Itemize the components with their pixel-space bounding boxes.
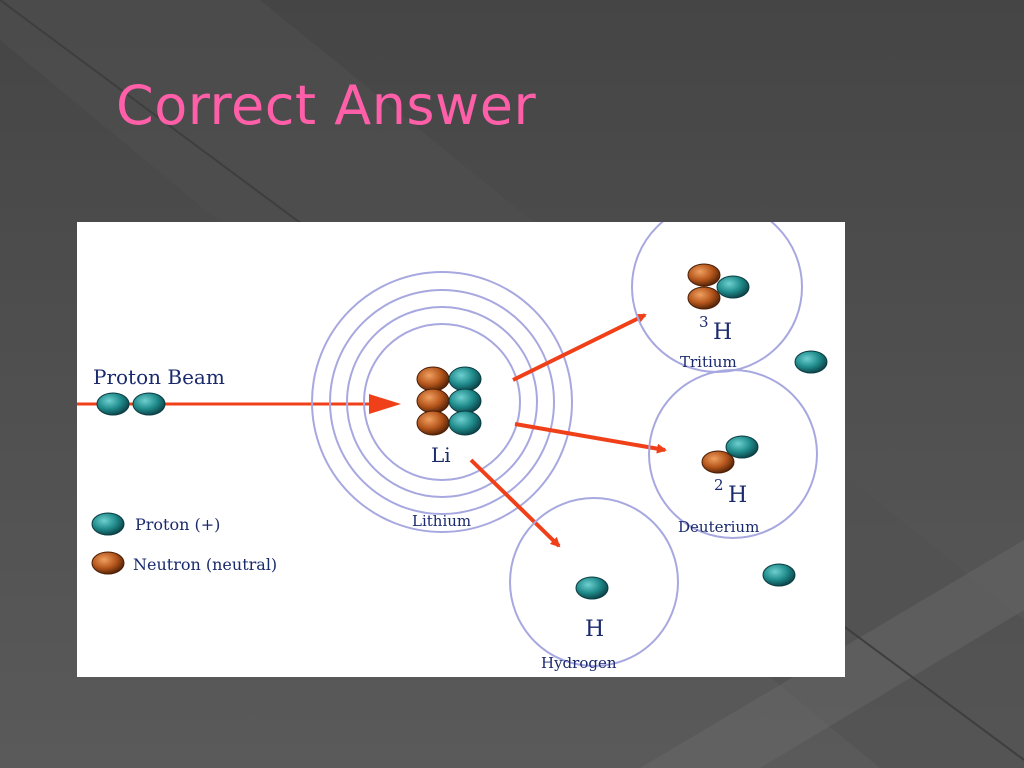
hydrogen-proton <box>575 576 609 600</box>
proton-beam: Proton Beam <box>77 365 401 416</box>
legend-neutron-label: Neutron (neutral) <box>133 555 277 574</box>
beam-arrow-head <box>369 394 401 414</box>
deuterium-mass-number: 2 <box>714 476 724 494</box>
arrow-to-deuterium <box>514 422 667 454</box>
lithium-symbol: Li <box>431 443 451 467</box>
slide-title: Correct Answer <box>116 74 537 137</box>
tritium-neutron <box>687 286 721 310</box>
deuterium-symbol: H <box>728 483 747 508</box>
tritium-name: Tritium <box>680 353 737 371</box>
lithium-proton <box>448 410 482 436</box>
tritium-proton <box>716 275 750 299</box>
beam-proton <box>132 392 166 416</box>
hydrogen-atom: H Hydrogen <box>509 497 679 672</box>
lithium-atom: Li Lithium <box>311 271 573 533</box>
lithium-proton <box>448 388 482 414</box>
proton-beam-label: Proton Beam <box>93 365 225 389</box>
lithium-orbit <box>363 323 521 481</box>
nuclear-reaction-figure: Proton Beam Li Lithium <box>77 222 845 677</box>
tritium-mass-number: 3 <box>699 313 709 331</box>
deuterium-orbit <box>648 369 818 539</box>
free-proton <box>794 350 828 374</box>
tritium-neutron <box>687 263 721 287</box>
lithium-orbit <box>311 271 573 533</box>
legend-proton-label: Proton (+) <box>135 515 220 534</box>
lithium-proton <box>448 366 482 392</box>
lithium-neutron <box>416 366 450 392</box>
hydrogen-name: Hydrogen <box>541 654 617 672</box>
tritium-atom: 3 H Tritium <box>631 222 803 373</box>
legend-neutron-swatch <box>91 551 125 575</box>
lithium-orbit <box>329 289 555 515</box>
hydrogen-symbol: H <box>585 617 604 642</box>
nuclear-reaction-diagram: Proton Beam Li Lithium <box>77 222 828 672</box>
legend-proton-swatch <box>91 512 125 536</box>
deuterium-proton <box>725 435 759 459</box>
tritium-symbol: H <box>713 320 732 345</box>
deuterium-atom: 2 H Deuterium <box>648 369 818 539</box>
arrow-to-tritium <box>512 313 647 382</box>
deuterium-neutron <box>701 450 735 474</box>
arrow-to-hydrogen <box>469 458 561 548</box>
legend: Proton (+) Neutron (neutral) <box>91 512 277 575</box>
free-proton <box>762 563 796 587</box>
hydrogen-orbit <box>509 497 679 667</box>
lithium-orbit <box>346 306 538 498</box>
beam-proton <box>96 392 130 416</box>
lithium-neutron <box>416 388 450 414</box>
lithium-name: Lithium <box>412 512 471 530</box>
deuterium-name: Deuterium <box>678 518 759 536</box>
lithium-neutron <box>416 410 450 436</box>
